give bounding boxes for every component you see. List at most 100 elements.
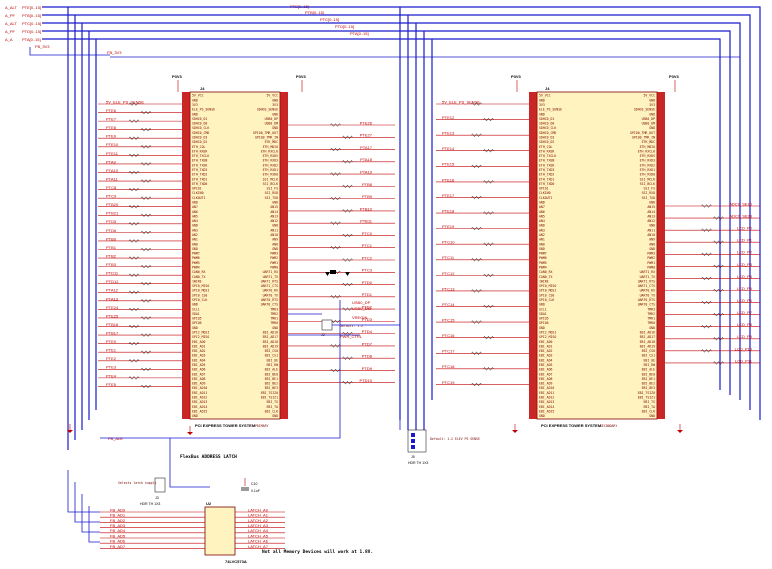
latch-output-1: LATCH_A1 [248, 513, 269, 518]
connector-right-b-pin-6: USB0_DM [642, 122, 656, 126]
sec-right-net-4: LCD_P2 [737, 250, 753, 255]
connector-left-a-pin-7: SDHC0_CLK [192, 126, 209, 130]
connector-left-a-pin-20: GPIO1 [192, 187, 202, 191]
connector-right-a-pin-40: 1WIRE [539, 279, 549, 283]
connector-right-a-pin-47: SDA1 [539, 312, 547, 316]
connector-right-a-pin-12: ETH_RXER [539, 149, 554, 153]
connector-right-b-pin-26: AN13 [647, 214, 655, 218]
bottom-header-body[interactable] [407, 429, 427, 453]
connector-left-b-pin-52: EBI_AD17 [263, 335, 278, 339]
connector-left-a-pin-2: 3V3 [192, 103, 198, 107]
connector-right-b-pin-24: AN15 [647, 205, 655, 209]
connector-right-a-pin-57: EBI_AD4 [539, 358, 553, 362]
bus-tag-4: PTA[0..15] [350, 31, 369, 36]
latch-output-2: LATCH_A2 [248, 518, 269, 523]
mid-jumper-body[interactable] [321, 319, 333, 331]
left-net-2: PTE7 [106, 117, 117, 122]
connector-left-a-pin-4: GND [192, 112, 198, 116]
connector-right-a-pin-6: SDHC0_D0 [539, 122, 554, 126]
connector-left-b-pin-40: UART1_RTS [261, 279, 278, 283]
connector-left-a-pin-19: ETH_TXD0 [192, 182, 207, 186]
sec-left-net-18: PTC19 [442, 380, 455, 385]
sec-right-net-11: LCD_P9 [737, 334, 753, 339]
connector-left-b-pin-37: PWM0 [270, 266, 278, 270]
connector-right-b-pin-25: AN14 [647, 210, 655, 214]
connector-left-b-pin-35: PWM2 [270, 256, 278, 260]
latch-part-value: 74LVC573A [225, 559, 247, 564]
top-net-3: A_PF [5, 29, 16, 34]
connector-left-b-pin-51: EBI_AD16 [263, 331, 278, 335]
connector-left-a-pin-61: EBI_AD8 [192, 377, 206, 381]
connector-right-a-pin-17: ETH_TXD2 [539, 173, 554, 177]
connector-left-a-pin-32: AN0 [192, 242, 198, 246]
mid-net-2: VREGIN [352, 315, 367, 320]
right-net-2: PTA17 [360, 145, 373, 150]
connector-right-b-pin-41: UART1_CTS [638, 284, 655, 288]
connector-right-b-pin-50: GND [649, 326, 655, 330]
ground-icon-1 [512, 424, 518, 433]
connector-left-b-pin-50: GND [272, 326, 278, 330]
connector-left-a-pin-41: SPI0_MISO [192, 284, 209, 288]
connector-left-b-pin-49: TMR0 [270, 321, 278, 325]
right-net-11: PTC2 [362, 255, 373, 260]
connector-left-a-pin-64: EBI_AD11 [192, 391, 207, 395]
connector-right-a-pin-11: ETH_COL [539, 145, 553, 149]
latch-jumper-body[interactable] [154, 477, 166, 493]
latch-cap-ref: C10 [251, 482, 257, 486]
connector-left-a-pin-66: EBI_AD13 [192, 400, 207, 404]
sec-left-net-16: PTC17 [442, 349, 455, 354]
sec-left-net-17: PTC18 [442, 364, 455, 369]
right-net-5: PTB8 [362, 182, 373, 187]
connector-right-b-pin-43: UART0_TX [640, 293, 655, 297]
connector-left-a-pin-8: SDHC0_CMD [192, 131, 209, 135]
left-net-22: PTA12 [106, 288, 119, 293]
connector-left-a-pin-44: SPI0_CLK [192, 298, 207, 302]
connector-right-b-pin-2: 3V3 [649, 103, 655, 107]
connector-left-b-pin-68: EBI_CLK [265, 409, 279, 413]
connector-left-a-pin-30: AN2 [192, 233, 198, 237]
connector-right-b-pin-60: EBI_BE0 [642, 372, 656, 376]
connector-right-a-pin-46: SCL1 [539, 307, 547, 311]
connector-right-a-pin-24: AN7 [539, 205, 545, 209]
connector-right-b-pin-9: GPIO0_TMR_IN [632, 136, 655, 140]
connector-left-a-pin-47: SDA1 [192, 312, 200, 316]
connector-left-b-pin-31: AN9 [272, 238, 278, 242]
latch-output-0: LATCH_A0 [248, 507, 269, 512]
connector-left-b-pin-54: EBI_AD19 [263, 344, 278, 348]
connector-left-a-pin-24: AN7 [192, 205, 198, 209]
sec-right-net-0: ADC0_SE16 [729, 201, 752, 206]
connector-left-a-pin-5: SDHC0_D1 [192, 117, 207, 121]
connector-left-a-pin-36: PWM5 [192, 261, 200, 265]
connector-left-b-pin-63: EBI_BE3 [265, 386, 279, 390]
connector-left-a-pin-31: AN1 [192, 238, 198, 242]
connector-left-b-pin-56: EBI_CS1 [265, 354, 279, 358]
left-net-4: PTE9 [106, 134, 117, 139]
top-net-labels: A_ALT A_PF A_ALT A_PF A_A PTE[0..15] PTB… [5, 4, 369, 55]
connector-left-left-pins: 5V_VCCGND3V3ELE_PS_SENSEGNDSDHC0_D1SDHC0… [192, 94, 215, 418]
connector-right-b-pin-21: SSI_RXD [642, 191, 656, 195]
connector-left-a-pin-67: EBI_AD14 [192, 405, 207, 409]
connector-left-a-pin-29: AN3 [192, 228, 198, 232]
connector-right-a-pin-59: EBI_AD6 [539, 368, 553, 372]
latch-note: Not all Memory Devices will work at 1.8V… [262, 549, 373, 555]
connector-right-b-pin-16: ETH_RXD1 [640, 168, 655, 172]
connector-left: P3V3 P3V3 J4 5V_VCCGND3V3ELE_PS_SENSEGND… [172, 74, 307, 428]
connector-right-b-pin-0: 5V_VCC [643, 94, 655, 98]
mid-net-1: USB0_DM [352, 306, 371, 311]
latch-input-1: FB_AD1 [110, 513, 126, 518]
latch-inputs: FB_AD0FB_AD1FB_AD2FB_AD3FB_AD4FB_AD5FB_A… [67, 470, 205, 549]
connector-left-b-pin-47: TMR2 [270, 312, 278, 316]
connector-right-b-pin-39: UART1_TX [640, 275, 655, 279]
connector-left-a-pin-37: PWM4 [192, 266, 200, 270]
bus-tag-1: PTB[0..15] [305, 10, 324, 15]
connector-left-a-pin-1: GND [192, 98, 198, 102]
connector-left-b-pin-6: USB0_DM [265, 122, 279, 126]
connector-left-a-pin-38: CAN0_RX [192, 270, 206, 274]
connector-right-b-pin-1: GND [649, 98, 655, 102]
connector-right-a-pin-8: SDHC0_CMD [539, 131, 556, 135]
connector-left-b-pin-22: SSI_TXD [265, 196, 279, 200]
connector-right-a-pin-9: SDHC0_D3 [539, 136, 554, 140]
connector-left-b-pin-1: GND [272, 98, 278, 102]
connector-right-power-b: P3V3 [669, 74, 680, 79]
